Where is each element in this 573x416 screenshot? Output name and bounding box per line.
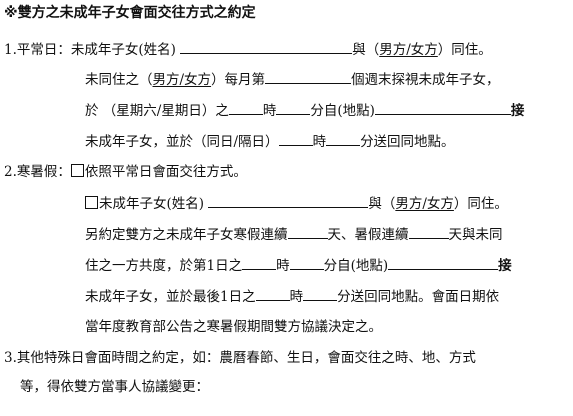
item2-line1: 2.寒暑假：依照平常日會面交往方式。	[4, 164, 247, 180]
winter-days-field[interactable]	[287, 225, 328, 239]
summer-days-field[interactable]	[408, 225, 449, 239]
male-female-option[interactable]: 男方/女方	[379, 42, 438, 58]
item1-label: 1.平常日：	[4, 42, 71, 58]
item1-line1: 1.平常日：未成年子女(姓名) 與（男方/女方）同住。	[4, 40, 492, 58]
item3-line1: 3.其他特殊日會面時間之約定，如：農曆春節、生日，會面交往之時、地、方式	[4, 350, 476, 366]
pickup-hour-field[interactable]	[242, 256, 277, 270]
item2-label: 2.寒暑假：	[4, 164, 71, 180]
child-name-field[interactable]	[208, 194, 369, 208]
pickup-minute-field[interactable]	[289, 256, 324, 270]
item2-line5: 未成年子女，並於最後1日之時分送回同地點。會面日期依	[85, 287, 500, 305]
item2-line6: 當年度教育部公告之寒暑假期間雙方協議決定之。	[85, 319, 382, 335]
item1-line3: 於 （星期六/星期日）之時分自(地點)接	[85, 101, 525, 119]
male-female-option[interactable]: 男方/女方	[395, 196, 454, 212]
week-number-field[interactable]	[265, 70, 352, 84]
item2-line3: 另約定雙方之未成年子女寒假連續天、暑假連續天與未同	[85, 225, 503, 243]
option-checkbox[interactable]	[85, 196, 98, 209]
return-minute-field[interactable]	[326, 132, 361, 146]
pickup-hour-field[interactable]	[228, 101, 263, 115]
return-hour-field[interactable]	[255, 287, 290, 301]
pickup-location-field[interactable]	[388, 256, 499, 270]
page-title: ※雙方之未成年子女會面交往方式之約定	[4, 5, 256, 21]
item1-line2: 未同住之（男方/女方）每月第個週末探視未成年子女，	[85, 70, 500, 88]
return-hour-field[interactable]	[278, 132, 313, 146]
item3-line2: 等，得依雙方當事人協議變更：	[20, 379, 209, 395]
return-minute-field[interactable]	[303, 287, 338, 301]
item1-line4: 未成年子女，並於（同日/隔日）時分送回同地點。	[85, 132, 455, 150]
item2-line4: 住之一方共度，於第1日之時分自(地點)接	[85, 256, 512, 274]
item2-line2: 未成年子女(姓名) 與（男方/女方）同住。	[85, 194, 508, 212]
pickup-location-field[interactable]	[374, 101, 511, 115]
child-name-field[interactable]	[180, 40, 353, 54]
male-female-option[interactable]: 男方/女方	[152, 72, 212, 88]
pickup-minute-field[interactable]	[276, 101, 311, 115]
option-checkbox[interactable]	[70, 164, 84, 177]
